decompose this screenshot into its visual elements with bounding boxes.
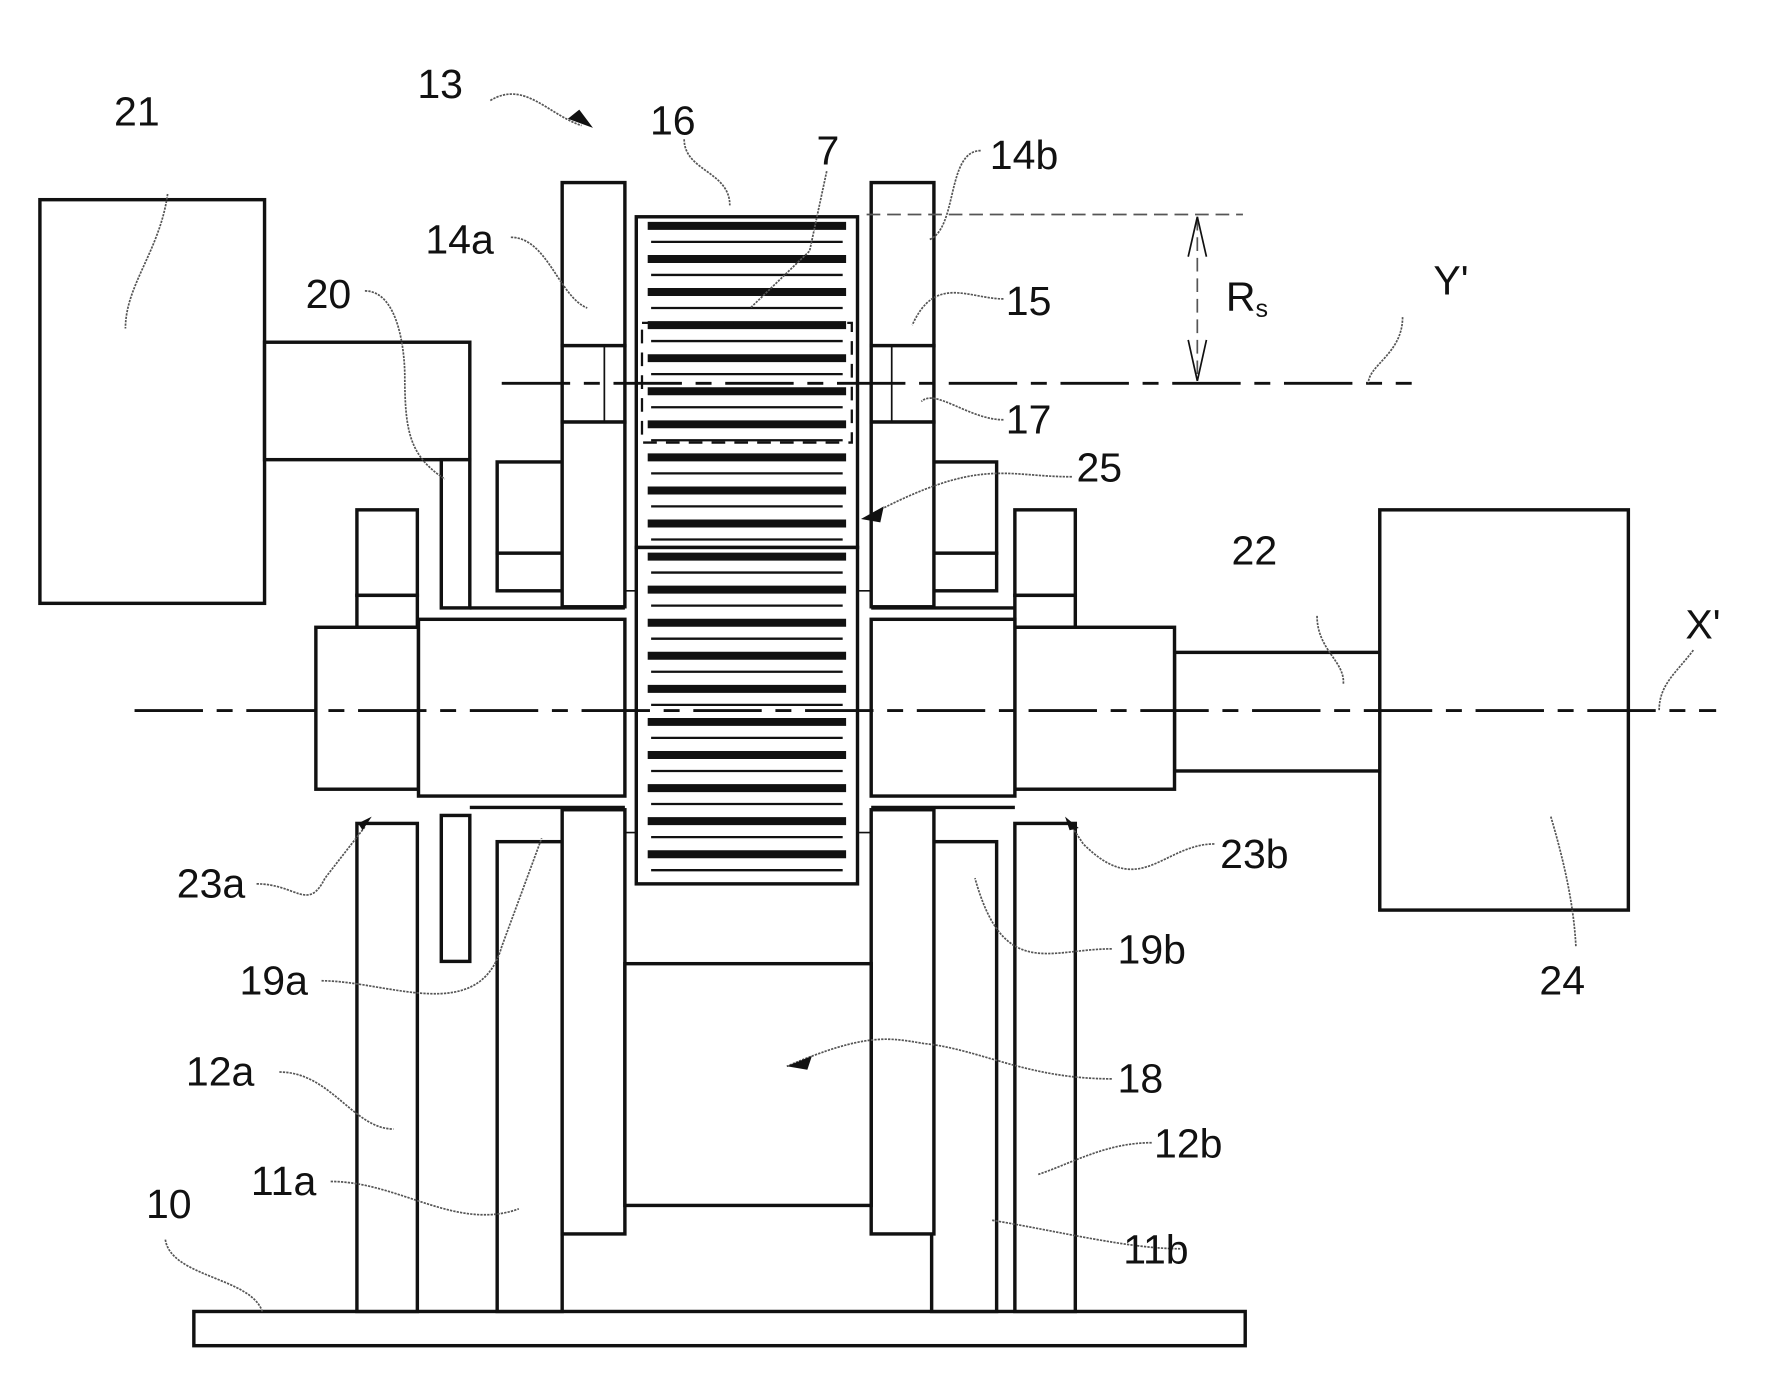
label-23b: 23b <box>1220 831 1288 877</box>
label-24: 24 <box>1539 957 1585 1003</box>
label-13: 13 <box>417 61 463 107</box>
support-12a-upper <box>355 508 420 598</box>
label-20: 20 <box>306 271 352 317</box>
plate-14a-upper <box>560 180 627 348</box>
main-shaft-left <box>416 617 627 798</box>
element-20-upper <box>439 457 472 610</box>
motor-21 <box>38 197 267 606</box>
support-11b-upper <box>929 460 999 555</box>
label-22: 22 <box>1232 528 1278 574</box>
support-11a-upper-gap <box>495 551 564 593</box>
support-11a <box>495 839 564 1314</box>
label-15: 15 <box>1006 278 1052 324</box>
support-11b-upper-gap <box>929 551 999 593</box>
label-16: 16 <box>650 98 696 144</box>
label-7: 7 <box>816 127 839 173</box>
support-12b-upper-gap <box>1013 593 1078 630</box>
label-25: 25 <box>1076 444 1122 490</box>
plate-14a-lower <box>560 808 627 1236</box>
support-12b-upper <box>1013 508 1078 598</box>
label-11a: 11a <box>251 1158 317 1204</box>
label-21: 21 <box>114 89 160 135</box>
label-10: 10 <box>146 1181 192 1227</box>
label-X-axis: X' <box>1685 602 1720 648</box>
roller-16-lower <box>634 545 860 886</box>
roller-bars <box>647 221 847 872</box>
label-12a: 12a <box>186 1049 255 1095</box>
label-19a: 19a <box>239 957 308 1003</box>
support-11b <box>929 839 999 1314</box>
shaft-collar-left <box>314 625 421 791</box>
label-Y-axis: Y' <box>1433 257 1468 303</box>
support-12a-upper-gap <box>355 593 420 630</box>
main-shaft-right <box>869 617 1017 798</box>
label-14a: 14a <box>425 216 494 262</box>
base-plate-10 <box>192 1309 1247 1348</box>
plate-14b-upper <box>869 180 936 348</box>
shaft-collar-right <box>1013 625 1177 791</box>
label-12b: 12b <box>1154 1121 1223 1167</box>
support-12a <box>355 821 420 1314</box>
label-Rs: Rs <box>1226 273 1268 323</box>
label-23a: 23a <box>177 861 246 907</box>
label-17: 17 <box>1006 396 1052 442</box>
support-11a-upper <box>495 460 564 555</box>
label-19b: 19b <box>1118 927 1186 973</box>
plate-14b-lower <box>869 808 936 1236</box>
motor-21-shaft <box>262 340 472 462</box>
label-18: 18 <box>1118 1056 1164 1102</box>
label-14b: 14b <box>990 132 1058 178</box>
label-11b: 11b <box>1123 1227 1188 1273</box>
support-12b <box>1013 821 1078 1314</box>
core-18 <box>623 961 873 1208</box>
plate-14a-mid <box>560 420 627 609</box>
element-20-lower <box>439 813 472 964</box>
